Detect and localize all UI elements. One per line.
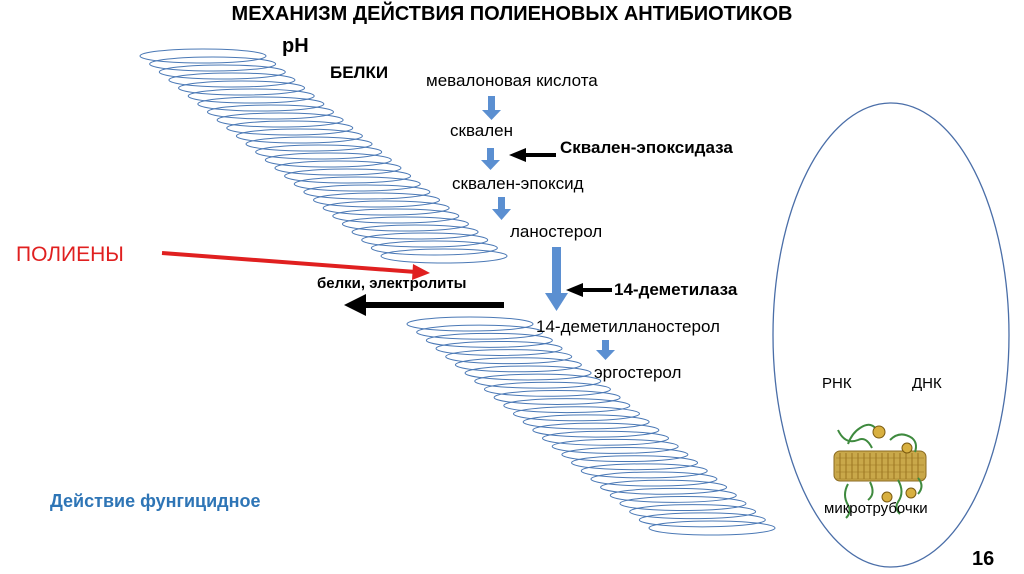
squalene-epoxidase-arrow-head bbox=[509, 148, 526, 162]
pathway-arrow bbox=[492, 197, 511, 220]
rna-label: РНК bbox=[822, 376, 852, 391]
membrane-ring bbox=[342, 217, 468, 231]
membrane-ring bbox=[265, 153, 391, 167]
protein-knob bbox=[902, 443, 912, 453]
step-mevalonic-acid: мевалоновая кислота bbox=[426, 72, 598, 89]
membrane-ring bbox=[323, 201, 449, 215]
membrane-ring bbox=[304, 185, 430, 199]
membrane-ring bbox=[294, 177, 420, 191]
membrane-ring bbox=[198, 97, 324, 111]
membrane-ring bbox=[649, 521, 775, 535]
membrane-ring bbox=[381, 249, 507, 263]
membrane-ring bbox=[362, 233, 488, 247]
membrane-ring bbox=[236, 129, 362, 143]
membrane-ring bbox=[285, 169, 411, 183]
slide-title: МЕХАНИЗМ ДЕЙСТВИЯ ПОЛИЕНОВЫХ АНТИБИОТИКО… bbox=[0, 4, 1024, 24]
membrane-ring bbox=[352, 225, 478, 239]
pathway-arrow bbox=[545, 247, 568, 311]
outflow-label: белки, электролиты bbox=[317, 276, 467, 291]
pathway-arrow bbox=[481, 148, 500, 170]
step-ergosterol: эргостерол bbox=[594, 364, 681, 381]
pathway-arrow bbox=[482, 96, 501, 120]
outflow-arrow-head bbox=[344, 294, 366, 316]
membrane-lower-rings bbox=[407, 317, 775, 535]
membrane-ring bbox=[275, 161, 401, 175]
dna-label: ДНК bbox=[912, 376, 942, 391]
enzyme-squalene-epoxidase: Сквален-эпоксидаза bbox=[560, 139, 733, 156]
ph-label: pH bbox=[282, 36, 309, 56]
protein-knob bbox=[906, 488, 916, 498]
fungicidal-effect-label: Действие фунгицидное bbox=[50, 492, 260, 510]
step-squalene-epoxide: сквален-эпоксид bbox=[452, 175, 584, 192]
membrane-ring bbox=[150, 57, 276, 71]
protein-knob bbox=[873, 426, 885, 438]
microtubules-label: микротрубочки bbox=[824, 501, 928, 516]
membrane-ring bbox=[179, 81, 305, 95]
polyene-arrow-shaft bbox=[162, 253, 416, 272]
membrane-ring bbox=[188, 89, 314, 103]
page-number: 16 bbox=[972, 549, 994, 569]
membrane-ring bbox=[314, 193, 440, 207]
membrane-ring bbox=[140, 49, 266, 63]
membrane-ring bbox=[207, 105, 333, 119]
demethylase-arrow-head bbox=[566, 283, 583, 297]
step-14-demethyllanosterol: 14-деметилланостерол bbox=[536, 318, 720, 335]
membrane-ring bbox=[159, 65, 285, 79]
membrane-ring bbox=[256, 145, 382, 159]
membrane-ring bbox=[371, 241, 497, 255]
membrane-ring bbox=[227, 121, 353, 135]
step-squalene: сквален bbox=[450, 122, 513, 139]
proteins-label: БЕЛКИ bbox=[330, 64, 388, 81]
step-lanosterol: ланостерол bbox=[510, 223, 602, 240]
membrane-ring bbox=[333, 209, 459, 223]
membrane-ring bbox=[169, 73, 295, 87]
polyenes-label: ПОЛИЕНЫ bbox=[16, 244, 124, 265]
membrane-ring bbox=[217, 113, 343, 127]
pathway-arrow bbox=[596, 340, 615, 360]
membrane-ring bbox=[246, 137, 372, 151]
enzyme-14-demethylase: 14-деметилаза bbox=[614, 281, 737, 298]
